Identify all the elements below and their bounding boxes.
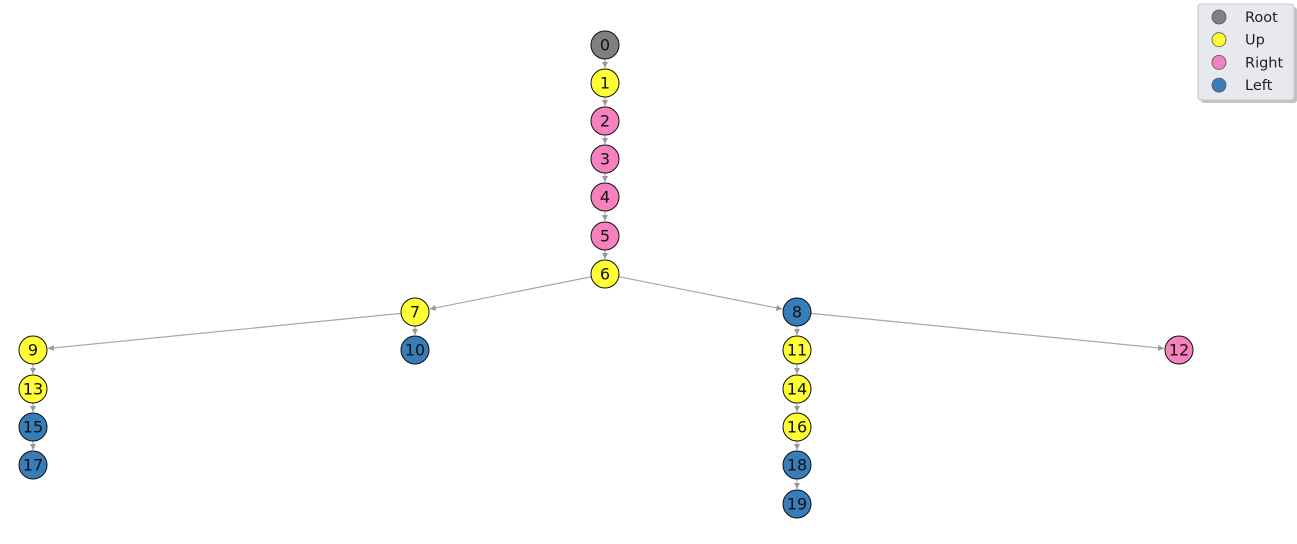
legend-item-up: Up <box>1211 32 1265 49</box>
node-circle-9 <box>18 335 48 365</box>
node-circle-0 <box>590 30 620 60</box>
node-label-13: 13 <box>23 380 43 399</box>
legend-item-root: Root <box>1211 9 1278 26</box>
node-circle-3 <box>590 144 620 174</box>
node-label-11: 11 <box>787 341 807 360</box>
node-15: 15 <box>18 412 48 442</box>
node-16: 16 <box>782 412 812 442</box>
node-label-2: 2 <box>600 112 610 131</box>
legend-label-up: Up <box>1245 33 1265 49</box>
node-9: 9 <box>18 335 48 365</box>
node-3: 3 <box>590 144 620 174</box>
node-label-8: 8 <box>792 303 802 322</box>
node-11: 11 <box>782 335 812 365</box>
node-2: 2 <box>590 106 620 136</box>
legend-marker-left <box>1211 77 1227 93</box>
node-circle-7 <box>400 297 430 327</box>
node-label-14: 14 <box>787 380 807 399</box>
node-label-17: 17 <box>23 456 43 475</box>
node-circle-10 <box>400 335 430 365</box>
node-label-6: 6 <box>600 265 610 284</box>
node-circle-6 <box>590 259 620 289</box>
legend-frame <box>1197 3 1295 101</box>
legend-marker-right <box>1211 55 1227 70</box>
node-6: 6 <box>590 259 620 289</box>
node-circle-19 <box>782 489 812 519</box>
node-label-10: 10 <box>405 341 425 360</box>
node-label-4: 4 <box>600 188 610 207</box>
legend-label-right: Right <box>1245 55 1283 71</box>
node-circle-11 <box>782 335 812 365</box>
legend-item-right: Right <box>1211 55 1283 71</box>
node-label-3: 3 <box>600 150 610 169</box>
node-7: 7 <box>400 297 430 327</box>
node-10: 10 <box>400 335 430 365</box>
node-circle-1 <box>590 68 620 98</box>
node-circle-15 <box>18 412 48 442</box>
edge-8-12 <box>810 312 1165 351</box>
node-19: 19 <box>782 489 812 519</box>
node-0: 0 <box>590 30 620 60</box>
node-label-15: 15 <box>23 418 43 437</box>
node-label-1: 1 <box>600 74 610 93</box>
node-circle-13 <box>18 374 48 404</box>
node-12: 12 <box>1164 335 1194 365</box>
node-label-9: 9 <box>28 341 38 360</box>
legend-label-root: Root <box>1245 10 1278 26</box>
edge-6-7 <box>429 276 592 311</box>
node-label-19: 19 <box>787 495 807 514</box>
node-circle-14 <box>782 374 812 404</box>
node-label-12: 12 <box>1169 341 1189 360</box>
node-circle-5 <box>590 221 620 251</box>
edge-6-8 <box>618 276 783 311</box>
node-label-18: 18 <box>787 456 807 475</box>
node-circle-12 <box>1164 335 1194 365</box>
node-1: 1 <box>590 68 620 98</box>
node-label-0: 0 <box>600 36 610 55</box>
node-18: 18 <box>782 450 812 480</box>
node-14: 14 <box>782 374 812 404</box>
edge-7-9 <box>47 312 402 351</box>
node-circle-16 <box>782 412 812 442</box>
node-label-7: 7 <box>410 303 420 322</box>
legend-marker-up <box>1211 32 1227 48</box>
edges-layer <box>30 59 1165 489</box>
node-circle-2 <box>590 106 620 136</box>
node-circle-8 <box>782 297 812 327</box>
node-circle-4 <box>590 182 620 212</box>
legend-item-left: Left <box>1211 77 1273 94</box>
node-label-16: 16 <box>787 418 807 437</box>
node-circle-17 <box>18 450 48 480</box>
legend-marker-root <box>1211 9 1227 25</box>
legend-label-left: Left <box>1245 78 1273 94</box>
node-13: 13 <box>18 374 48 404</box>
node-5: 5 <box>590 221 620 251</box>
node-circle-18 <box>782 450 812 480</box>
node-label-5: 5 <box>600 227 610 246</box>
node-17: 17 <box>18 450 48 480</box>
node-8: 8 <box>782 297 812 327</box>
node-4: 4 <box>590 182 620 212</box>
